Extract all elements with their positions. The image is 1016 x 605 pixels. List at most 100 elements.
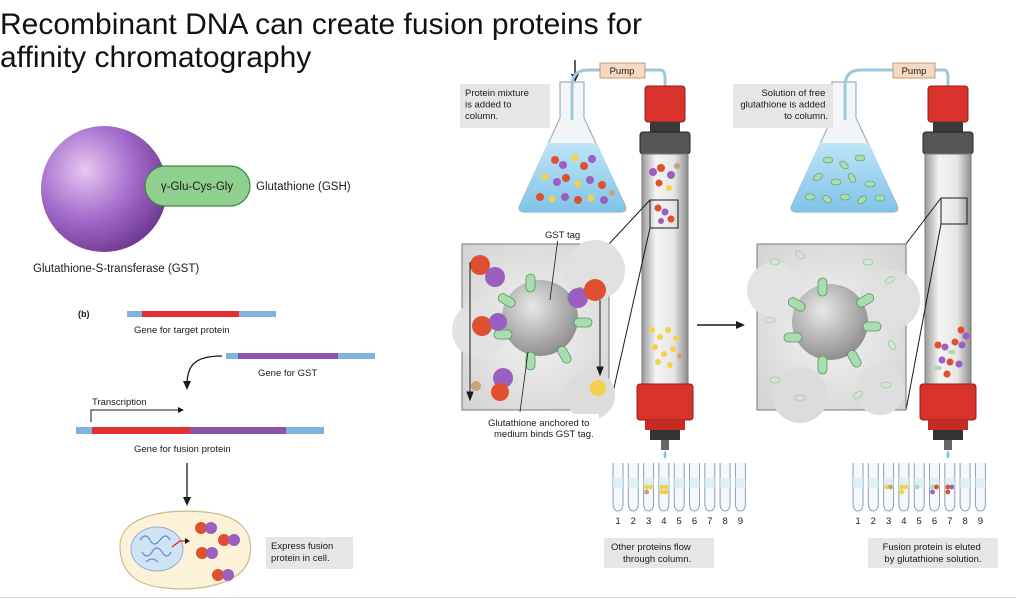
left-column-particles-bottom (649, 327, 683, 368)
right-test-tube-4 (898, 463, 910, 512)
right-zoom-free-glutathione (764, 250, 896, 402)
merge-arrow (186, 355, 223, 386)
right-pump-label: Pump (902, 66, 927, 77)
glutathione-flask (790, 81, 899, 213)
left-test-tube-7 (704, 463, 716, 512)
left-zoom-line-bottom (608, 227, 651, 411)
target-gene-label: Gene for target protein (134, 325, 230, 336)
left-test-tube-9 (734, 463, 746, 512)
gst-label: Glutathione-S-transferase (GST) (33, 263, 199, 275)
left-feed-tube (570, 68, 600, 120)
fusion-protein-2 (196, 547, 218, 559)
express-note-box (266, 537, 353, 569)
left-tube-number: 2 (631, 516, 636, 527)
column-left: Pump Protein mixture is added to column. (452, 60, 746, 568)
left-note-line-2: is added to (465, 100, 511, 111)
transition-arrow-head (736, 321, 745, 329)
title-line-2: affinity chromatography (0, 41, 312, 74)
left-test-tube-5 (673, 463, 685, 512)
right-test-tube-2 (867, 463, 879, 512)
left-zoom-panel (452, 237, 625, 420)
left-pump-label: Pump (610, 66, 635, 77)
right-column-particles (934, 326, 970, 378)
left-test-tube-8 (719, 463, 731, 512)
left-zoom-flow-arrows (466, 262, 604, 402)
glutathione-label: Glutathione (GSH) (256, 181, 351, 193)
left-tube-number: 5 (677, 516, 682, 527)
right-note-line-1: Solution of free (761, 88, 825, 99)
right-feed-tube (843, 68, 893, 120)
merge-arrow-head (183, 381, 191, 390)
left-test-tube-3 (643, 463, 655, 512)
left-marker-particles (654, 204, 675, 224)
mixture-particles (536, 154, 615, 204)
panel-b-tag: (b) (78, 309, 90, 319)
left-pump-box (599, 62, 646, 79)
right-column-bottom-cap (919, 383, 977, 421)
left-note-line-3: column. (465, 111, 498, 122)
left-note: Protein mixture is added to column. (465, 88, 532, 122)
left-tube-number: 9 (738, 516, 743, 527)
right-test-tube-8 (959, 463, 971, 512)
right-test-tube-7 (944, 463, 956, 512)
fusion-gene-label: Gene for fusion protein (134, 444, 231, 455)
left-test-tube-4 (658, 463, 670, 512)
slide-bottom-divider (0, 597, 1016, 598)
express-arrow-head (183, 497, 191, 506)
right-tube-number: 7 (947, 516, 952, 527)
left-note-box (460, 84, 550, 128)
right-note-line-3: to column. (784, 111, 828, 122)
ligand-label: γ-Glu-Cys-Gly (161, 181, 233, 193)
anchored-note-box (483, 414, 599, 442)
right-note-line-2: glutathione is added (740, 100, 825, 111)
left-tube-number: 8 (722, 516, 727, 527)
glutathione-capsule (144, 165, 251, 207)
gst-enzyme-sphere (41, 126, 167, 252)
right-pump-box (892, 62, 936, 79)
left-zoom-line-top (608, 199, 651, 245)
gst-gene-label: Gene for GST (258, 368, 317, 379)
fusion-protein-3 (218, 534, 240, 546)
right-column-top-cap (927, 85, 969, 123)
left-tube-number: 7 (707, 516, 712, 527)
right-caption: Fusion protein is eluted by glutathione … (883, 542, 984, 565)
anchored-note: Glutathione anchored to medium binds GST… (488, 418, 594, 440)
host-cell (119, 510, 252, 590)
column-right: Pump Solution of free glutathione is add… (733, 62, 998, 568)
left-caption-line-1: Other proteins flow (611, 542, 691, 553)
protein-mixture-flask (518, 81, 627, 213)
left-tube-number: 6 (692, 516, 697, 527)
right-zoom-line-bottom (905, 223, 942, 411)
right-test-tube-5 (913, 463, 925, 512)
right-tube-number: 1 (855, 516, 860, 527)
right-column-body (924, 153, 972, 385)
right-caption-line-2: by glutathione solution. (884, 554, 981, 565)
left-tube-number: 1 (615, 516, 620, 527)
left-zoom-marker (649, 199, 679, 229)
gene-fusion-figure: (b) Gene for target protein Gene for GST… (76, 309, 375, 590)
right-tube-number: 3 (886, 516, 891, 527)
right-test-tube-1 (852, 463, 864, 512)
anchored-note-line-1: Glutathione anchored to (488, 418, 589, 429)
left-caption: Other proteins flow through column. (611, 542, 693, 565)
right-tube-number: 9 (978, 516, 983, 527)
right-bead-ligands (783, 277, 882, 375)
left-medium-bead (502, 280, 578, 356)
right-tube-number: 2 (871, 516, 876, 527)
gst-tag-label: GST tag (545, 230, 580, 241)
transcription-label: Transcription (92, 397, 147, 408)
left-tube-number: 4 (661, 516, 666, 527)
right-caption-box (868, 538, 998, 568)
right-test-tube-3 (883, 463, 895, 512)
fusion-gene-bar (76, 427, 324, 434)
left-zoom-proteins (470, 255, 606, 401)
left-test-tube-2 (627, 463, 639, 512)
left-column-body (641, 153, 689, 385)
right-tube-number: 4 (901, 516, 906, 527)
fusion-protein-4 (212, 569, 234, 581)
left-note-line-1: Protein mixture (465, 88, 529, 99)
right-zoom-line-top (905, 197, 942, 245)
fusion-protein-1 (195, 522, 217, 534)
